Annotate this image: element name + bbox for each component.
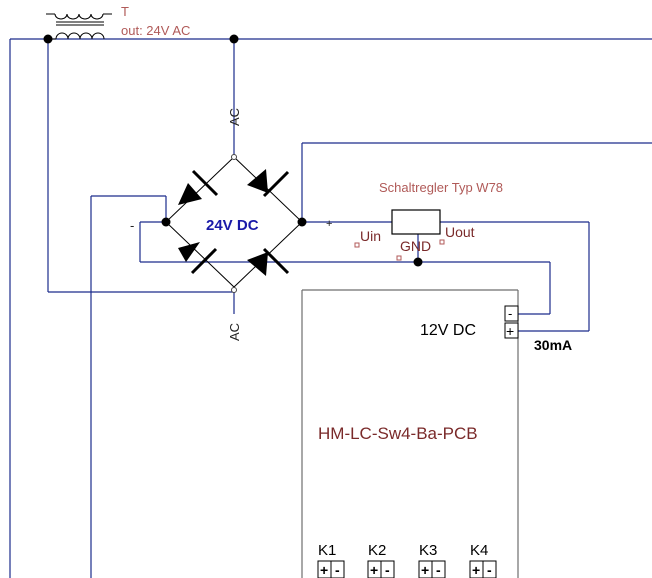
regulator-gnd-pin — [396, 255, 402, 261]
module-minus-label: - — [508, 306, 512, 321]
transformer-ref: T — [121, 4, 129, 19]
module-plus-terminal — [504, 322, 519, 339]
regulator-uout-label: Uout — [445, 224, 475, 240]
wires — [9, 38, 652, 578]
transformer-primary-coil — [54, 13, 104, 20]
junction-transformer-left — [43, 34, 53, 44]
junction-transformer-right — [229, 34, 239, 44]
junction-bridge-plus — [297, 217, 307, 227]
transformer-secondary-coil — [55, 32, 105, 40]
diode-bottom-left — [178, 242, 218, 275]
regulator-title: Schaltregler Typ W78 — [379, 180, 503, 195]
regulator-body — [391, 209, 441, 235]
channel-label: K3 — [419, 542, 437, 559]
pin-bridge-ac-top — [231, 154, 237, 160]
channel-k3: K3 + - — [418, 542, 446, 578]
channel-minus-label: - — [487, 562, 492, 578]
module-current-label: 30mA — [534, 337, 572, 353]
diode-top-right — [247, 169, 290, 198]
channel-minus-terminal — [431, 560, 446, 578]
bridge-ac-top-label: AC — [227, 108, 242, 126]
channel-k4: K4 + - — [469, 542, 497, 578]
diode-top-left — [178, 169, 219, 205]
transformer: T out: 24V AC — [46, 4, 190, 40]
channel-plus-label: + — [370, 562, 378, 578]
channel-label: K2 — [368, 542, 386, 559]
bridge-plus-label: + — [326, 218, 332, 230]
channel-minus-terminal — [330, 560, 345, 578]
module: - + 12V DC 30mA HM-LC-Sw4-Ba-PCB K1 + - … — [301, 289, 572, 578]
diode-bottom-right — [247, 247, 290, 276]
channel-label: K4 — [470, 542, 488, 559]
channel-plus-label: + — [320, 562, 328, 578]
channel-minus-label: - — [436, 562, 441, 578]
bridge-dc-label: 24V DC — [206, 217, 259, 234]
transformer-output-label: out: 24V AC — [121, 23, 190, 38]
junction-gnd — [413, 257, 423, 267]
channel-label: K1 — [318, 542, 336, 559]
bridge-ac-bottom-label: AC — [227, 323, 242, 341]
channel-plus-label: + — [421, 562, 429, 578]
module-minus-terminal — [504, 305, 519, 322]
channel-plus-label: + — [472, 562, 480, 578]
channel-minus-terminal — [380, 560, 395, 578]
bridge-rectifier: AC AC 24V DC - + — [130, 108, 332, 341]
bridge-minus-label: - — [130, 218, 134, 233]
module-supply-label: 12V DC — [420, 322, 476, 339]
junction-bridge-minus — [161, 217, 171, 227]
module-name: HM-LC-Sw4-Ba-PCB — [318, 424, 478, 443]
module-plus-label: + — [506, 323, 514, 339]
channel-k1: K1 + - — [317, 542, 345, 578]
regulator-uout-pin — [439, 239, 445, 245]
pin-bridge-ac-bottom — [231, 287, 237, 293]
channel-minus-terminal — [482, 560, 497, 578]
channel-k2: K2 + - — [367, 542, 395, 578]
regulator-uin-pin — [354, 242, 360, 248]
channel-minus-label: - — [335, 562, 340, 578]
channel-minus-label: - — [385, 562, 390, 578]
junctions — [43, 34, 423, 293]
switching-regulator: Schaltregler Typ W78 Uin GND Uout — [354, 180, 503, 261]
regulator-uin-label: Uin — [360, 228, 381, 244]
regulator-gnd-label: GND — [400, 238, 431, 254]
